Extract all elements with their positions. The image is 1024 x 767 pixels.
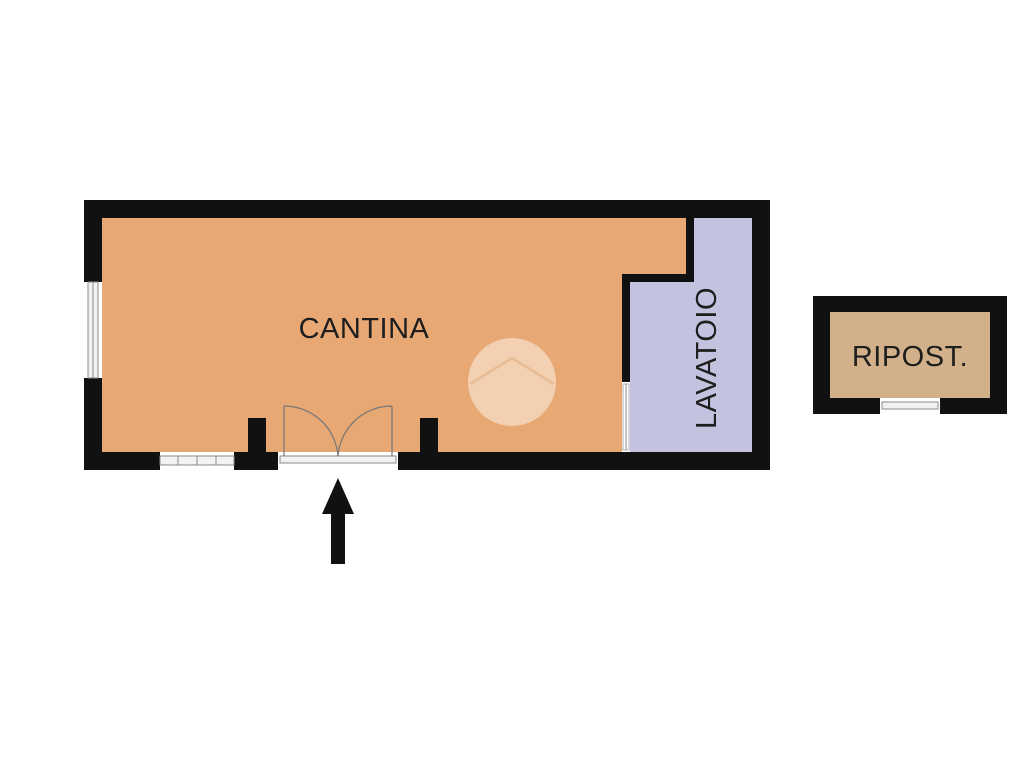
room-lavatoio-floor (630, 218, 752, 452)
ripostiglio-window (880, 398, 940, 414)
main-building: CANTINA LAVATOIO (84, 200, 770, 470)
door-swing-right (337, 405, 393, 457)
house-watermark-icon (468, 338, 556, 426)
left-window (84, 281, 102, 379)
room-cantina-label: CANTINA (299, 313, 430, 345)
lavatoio-door[interactable] (622, 382, 630, 452)
bottom-window (159, 452, 235, 470)
pillar-left (248, 418, 266, 452)
room-ripostiglio-label: RIPOST. (852, 341, 968, 373)
entrance-door[interactable] (278, 405, 398, 470)
room-lavatoio-label: LAVATOIO (691, 287, 723, 429)
door-swing-left (283, 405, 339, 457)
pillar-right (420, 418, 438, 452)
arrow-up-icon (322, 478, 354, 564)
room-ripostiglio-floor (830, 312, 990, 398)
ripostiglio-building: RIPOST. (813, 296, 1007, 414)
